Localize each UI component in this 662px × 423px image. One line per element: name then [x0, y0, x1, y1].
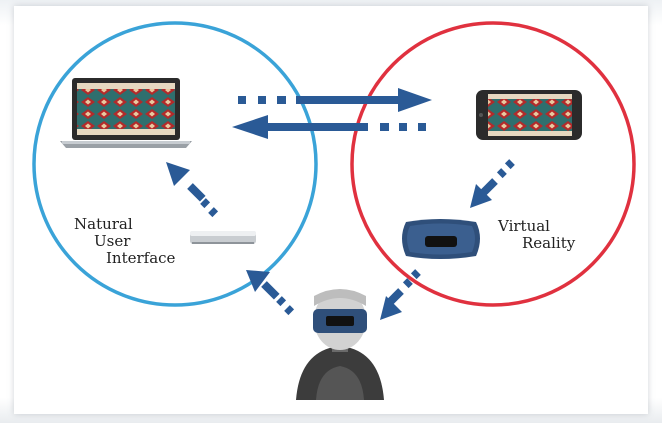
- arrow-user-to-sensor: [246, 270, 295, 316]
- vr-label-line-2: Reality: [522, 234, 576, 252]
- vr-circle: [350, 21, 636, 307]
- nui-label-line-2: User: [94, 232, 131, 250]
- nui-circle: [32, 21, 318, 307]
- arrow-headset-to-user: [380, 269, 421, 320]
- motion-sensor-icon: [190, 231, 256, 244]
- nui-label: Natural User Interface: [74, 216, 175, 267]
- user-with-vr-headset-icon: [296, 289, 384, 400]
- arrow-phone-to-headset: [470, 159, 515, 208]
- vr-label-line-1: Virtual: [498, 217, 550, 235]
- arrow-right-top: [238, 88, 432, 112]
- nui-label-line-1: Natural: [74, 215, 133, 233]
- vr-label: Virtual Reality: [498, 218, 575, 252]
- smartphone-icon: [476, 90, 582, 140]
- arrow-left-bottom: [232, 115, 426, 139]
- nui-label-line-3: Interface: [106, 249, 176, 267]
- arrow-sensor-to-laptop: [166, 162, 219, 218]
- laptop-icon: [60, 78, 192, 148]
- vr-headset-icon: [402, 219, 480, 259]
